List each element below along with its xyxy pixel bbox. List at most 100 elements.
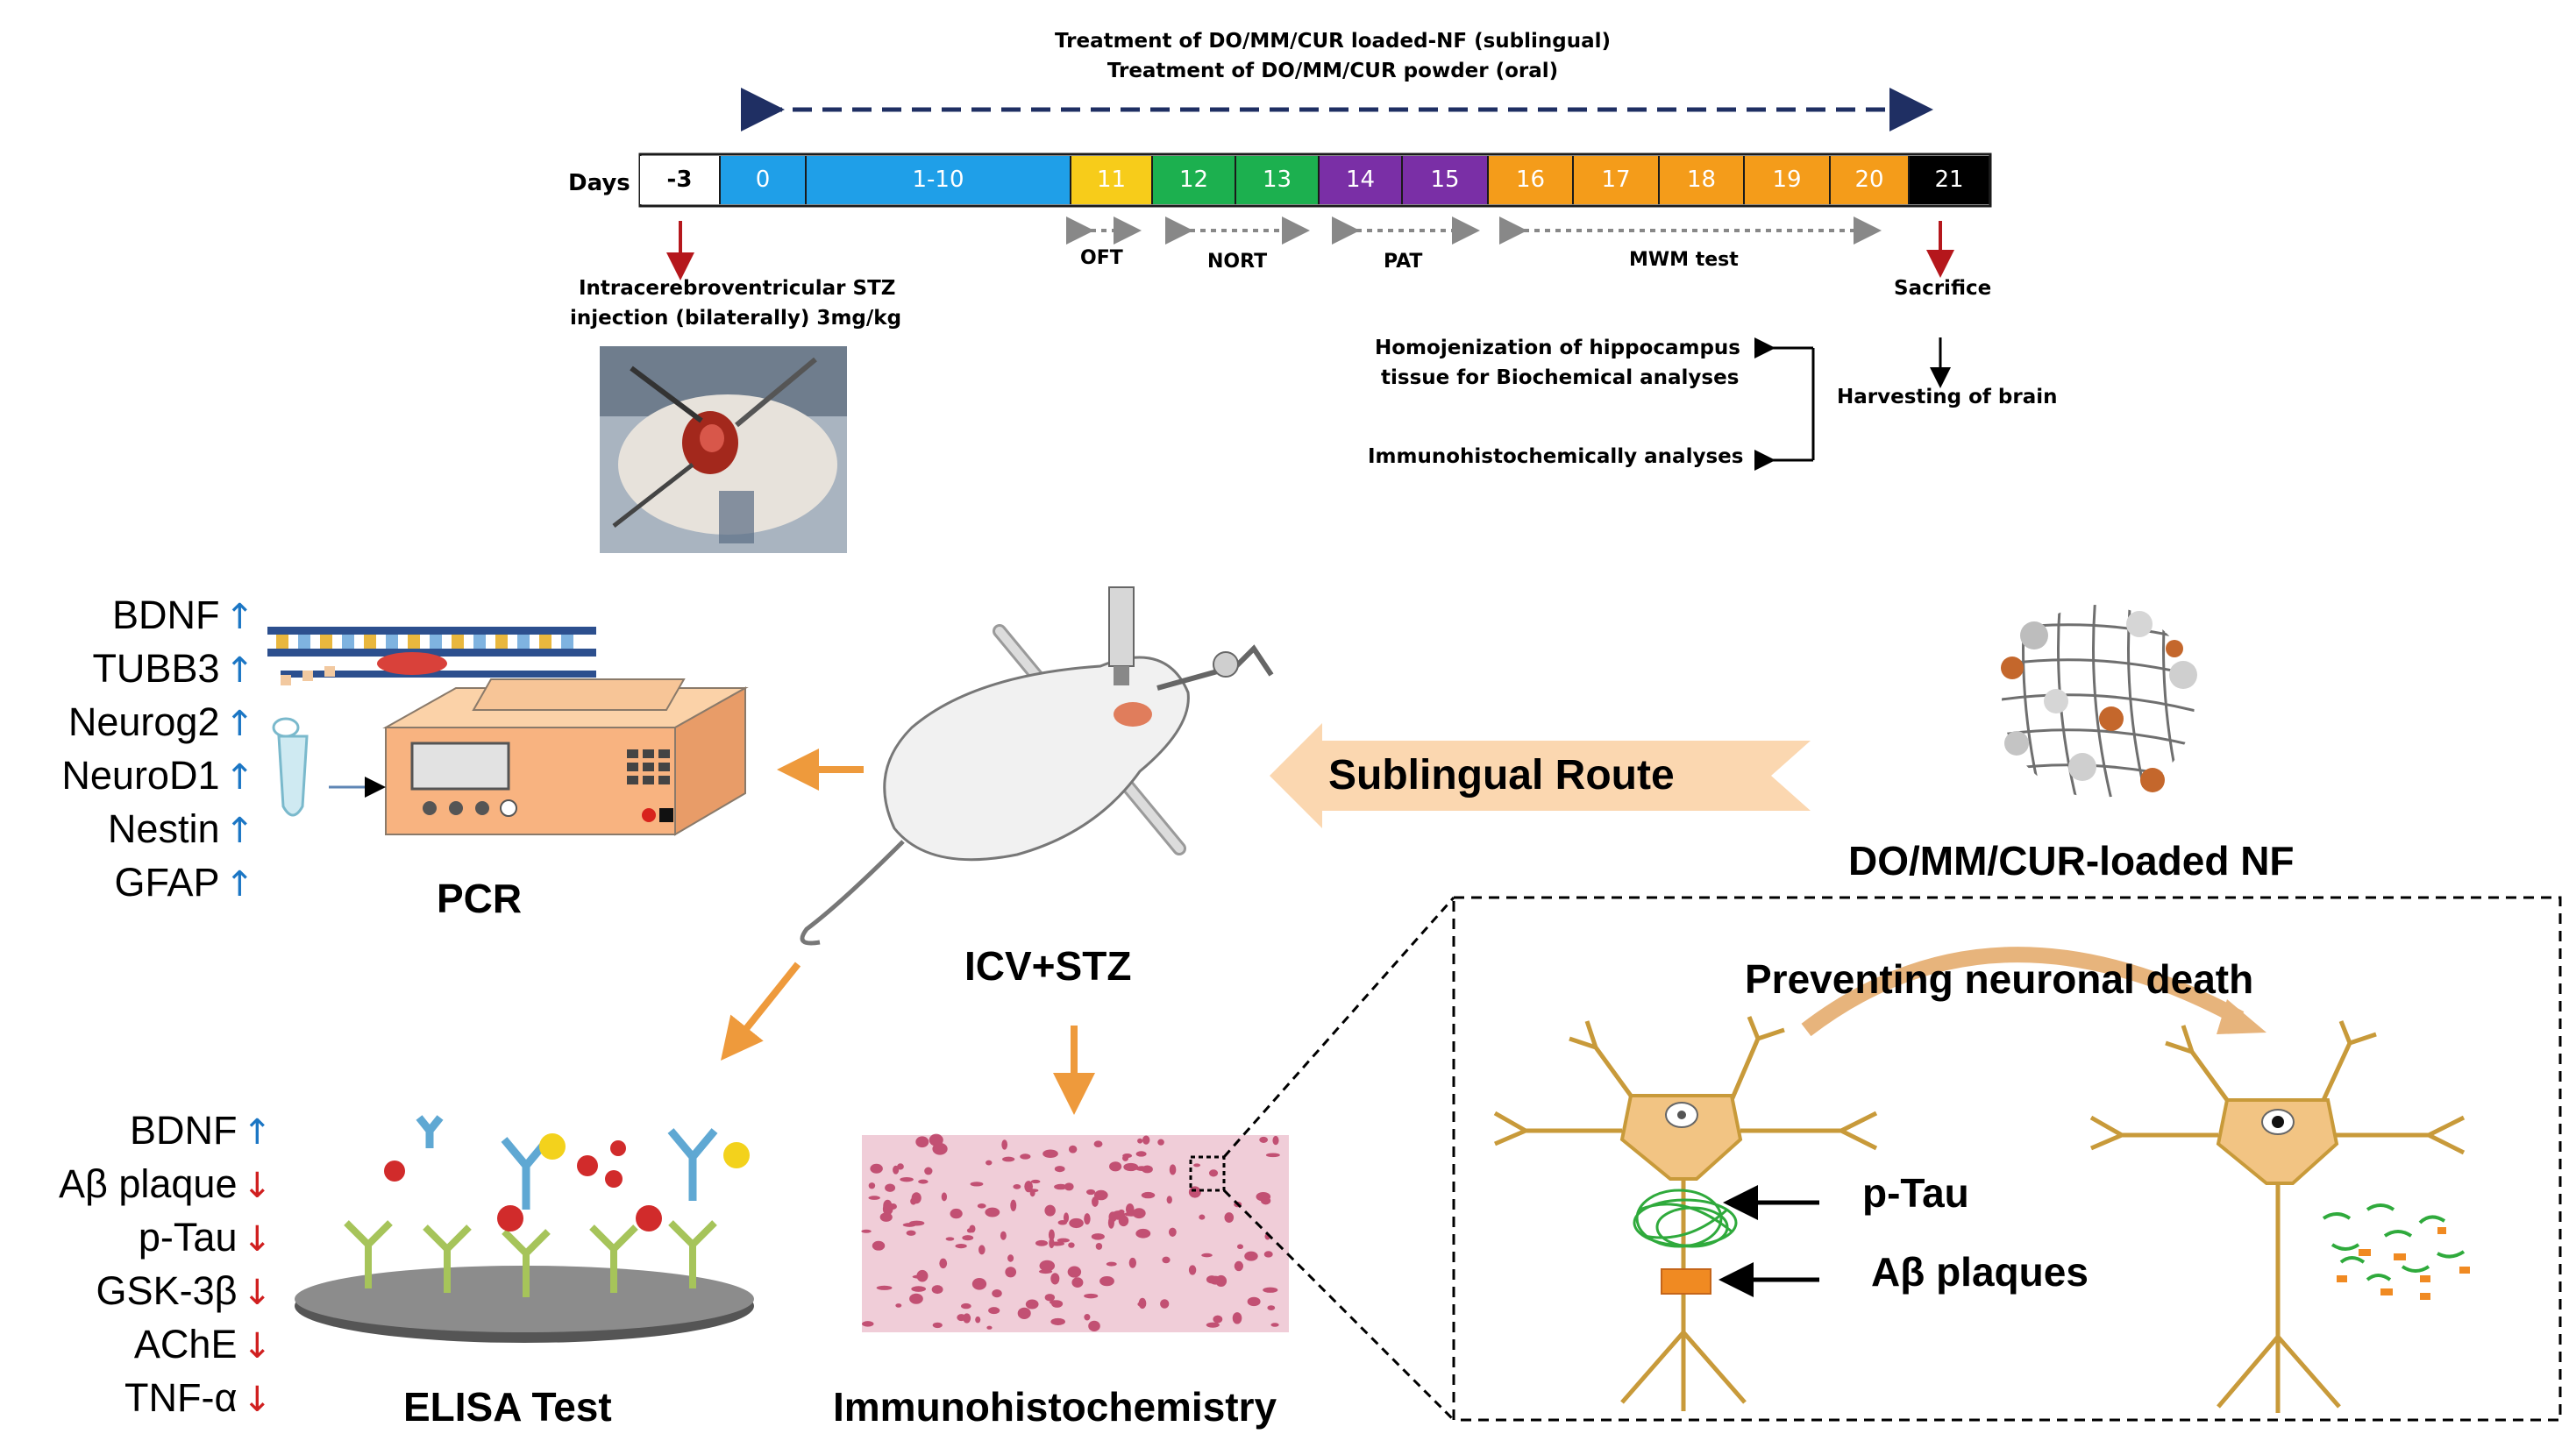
ihc-cell <box>1213 1315 1223 1324</box>
ihc-cell <box>911 1192 922 1204</box>
day-cell-4: 12 <box>1153 156 1236 204</box>
ihc-cell <box>1093 1140 1103 1147</box>
day-cell-11: 19 <box>1745 156 1831 204</box>
ihc-cell <box>975 1316 981 1324</box>
ihc-cell <box>1118 1215 1129 1227</box>
ihc-cell <box>1007 1254 1014 1262</box>
ihc-cell <box>1169 1164 1177 1175</box>
ihc-cell <box>1122 1154 1129 1161</box>
ihc-cell <box>950 1208 963 1219</box>
ihc-cell <box>1020 1153 1031 1160</box>
ihc-cell <box>929 1133 943 1146</box>
ihc-cell <box>1135 1228 1151 1239</box>
up-arrow-icon: ↑ <box>224 757 254 798</box>
ihc-cell <box>1272 1135 1279 1146</box>
immuno-analyses-label: Immunohistochemically analyses <box>1368 445 1744 468</box>
ihc-cell <box>1050 1273 1060 1285</box>
ihc-cell <box>1193 1163 1201 1168</box>
nucleolus-2 <box>2272 1116 2284 1128</box>
ihc-cell <box>1057 1238 1070 1243</box>
ihc-cell <box>1049 1300 1060 1305</box>
marker-name: GSK-3β <box>96 1268 238 1313</box>
up-arrow-icon: ↑ <box>224 704 254 744</box>
ihc-cell <box>1247 1296 1261 1307</box>
ihc-cell <box>876 1285 893 1290</box>
up-arrow-icon: ↑ <box>224 597 254 637</box>
ihc-cell <box>1267 1305 1276 1310</box>
ihc-cell <box>1234 1260 1244 1272</box>
ihc-cell <box>1224 1212 1235 1223</box>
ihc-cell <box>978 1245 986 1255</box>
homog-line-2: tissue for Biochemical analyses <box>1381 366 1740 389</box>
ihc-cell <box>1160 1299 1170 1309</box>
test-mwm: MWM test <box>1629 249 1739 271</box>
ihc-cell <box>988 1307 1000 1315</box>
ihc-cell <box>1166 1196 1172 1204</box>
pcr-label: PCR <box>437 876 523 921</box>
ihc-cell <box>945 1237 955 1241</box>
tube-icon <box>272 717 309 817</box>
ihc-cell <box>1063 1212 1070 1223</box>
marker-name: Aβ plaque <box>58 1161 238 1206</box>
ihc-cell <box>1005 1267 1017 1278</box>
ihc-cell <box>916 1269 929 1282</box>
marker-row: TNF-α↓ <box>125 1375 272 1421</box>
ihc-cell <box>1071 1277 1084 1288</box>
ihc-cell <box>957 1314 966 1322</box>
neuron-healthy-body <box>2216 1098 2339 1185</box>
ihc-cell <box>909 1293 923 1304</box>
injection-line-2: injection (bilaterally) 3mg/kg <box>570 307 902 330</box>
ihc-slide <box>861 1133 1289 1332</box>
model-label: ICV+STZ <box>964 943 1132 989</box>
ihc-cell <box>902 1223 916 1227</box>
down-arrow-icon: ↓ <box>242 1273 272 1313</box>
ihc-cell <box>895 1303 902 1308</box>
ihc-cell <box>939 1258 948 1269</box>
marker-row: AChE↓ <box>134 1322 272 1367</box>
to-elisa-arrow <box>721 962 801 1061</box>
marker-row: BDNF↑ <box>130 1108 272 1153</box>
ihc-cell <box>1054 1183 1068 1190</box>
ihc-cell <box>1091 1233 1105 1240</box>
ihc-cell <box>1199 1214 1206 1220</box>
ihc-cell <box>961 1302 971 1310</box>
orange-arrows <box>721 749 1095 1115</box>
day-cell-2: 1-10 <box>807 156 1071 204</box>
ihc-cell <box>1201 1253 1213 1258</box>
sublingual-arrow <box>1270 723 1811 828</box>
ihc-cell <box>1001 1139 1008 1150</box>
ihc-cell <box>1069 1217 1084 1229</box>
ihc-cell <box>1206 1322 1220 1328</box>
ihc-cell <box>872 1240 886 1251</box>
ihc-zoom-box <box>1189 1155 1226 1192</box>
ihc-cell <box>1057 1220 1068 1225</box>
ihc-cell <box>1157 1139 1164 1146</box>
ihc-cell <box>1265 1153 1280 1158</box>
ihc-cell <box>906 1230 916 1236</box>
elisa-illustration <box>295 1115 754 1343</box>
ihc-cell <box>1002 1156 1015 1162</box>
ihc-cell <box>1135 1166 1149 1171</box>
ihc-cell <box>1137 1138 1143 1144</box>
nf-label: DO/MM/CUR-loaded NF <box>1848 838 2295 884</box>
days-label: Days <box>568 170 630 196</box>
ihc-cell <box>862 1321 874 1327</box>
ihc-cell <box>897 1163 904 1170</box>
ihc-cell <box>1068 1145 1078 1153</box>
test-nort: NORT <box>1207 251 1268 273</box>
ihc-cell <box>1084 1314 1091 1321</box>
ihc-cell <box>885 1183 896 1192</box>
marker-row: GFAP↑ <box>114 860 254 905</box>
ihc-cell <box>1044 1294 1056 1302</box>
ihc-cell <box>1042 1149 1058 1158</box>
ihc-cell <box>893 1165 900 1175</box>
ihc-cell <box>918 1179 929 1184</box>
ihc-cell <box>977 1203 986 1209</box>
marker-row: GSK-3β↓ <box>96 1268 272 1314</box>
ihc-cell <box>1137 1302 1145 1307</box>
ihc-cell <box>1270 1323 1279 1327</box>
nucleolus-1 <box>1677 1111 1686 1119</box>
ihc-cell <box>1099 1276 1114 1287</box>
ihc-cell <box>1236 1244 1244 1250</box>
ihc-cell <box>986 1325 993 1330</box>
